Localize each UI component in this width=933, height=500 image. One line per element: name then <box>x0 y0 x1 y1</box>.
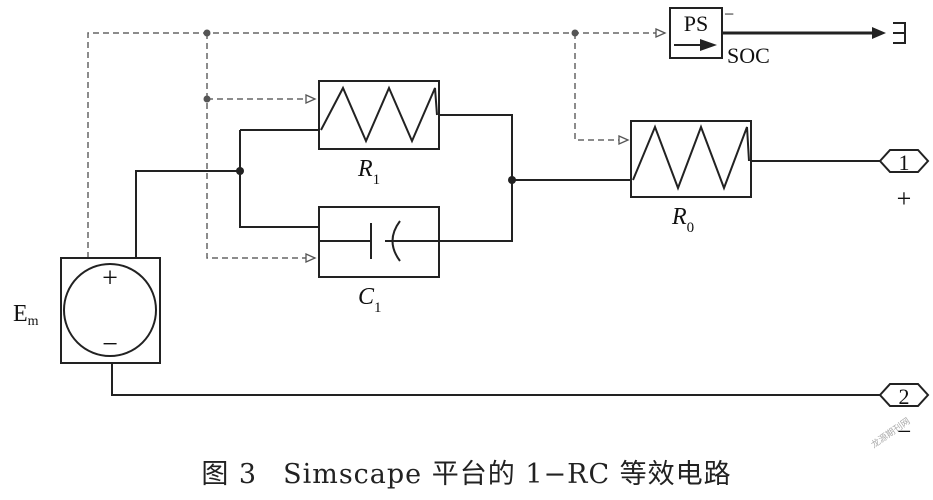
source-plus-sign: + <box>102 263 118 294</box>
c1-label: C <box>358 284 375 310</box>
resistor-r1: R1 <box>318 80 440 188</box>
signal-lines <box>87 27 667 264</box>
r1-label: R <box>357 156 373 182</box>
port-2: 2 − <box>878 383 930 446</box>
caption-figure-number: 图 3 <box>201 459 258 490</box>
circuit-wires <box>111 114 880 396</box>
svg-text:R1: R1 <box>357 156 380 188</box>
c1-subscript: 1 <box>374 300 382 316</box>
r0-subscript: 0 <box>687 220 695 236</box>
capacitor-c1: C1 <box>318 206 440 316</box>
svg-text:R0: R0 <box>671 204 694 236</box>
figure-caption: 图 3 Simscape 平台的 1−RC 等效电路 <box>0 452 933 491</box>
port-2-number: 2 <box>899 384 910 409</box>
resistor-r0: R0 <box>630 120 752 236</box>
svg-text:C1: C1 <box>358 284 382 316</box>
ps-converter-block: PS − SOC <box>669 4 906 68</box>
port-1-number: 1 <box>899 150 910 175</box>
ps-block-minus: − <box>724 4 734 24</box>
circuit-diagram: R1 C1 R0 + − Em PS − SOC 1 + <box>13 4 930 446</box>
soc-label: SOC <box>727 43 770 68</box>
port-1-polarity: + <box>897 184 912 213</box>
port-2-polarity: − <box>897 417 912 446</box>
em-subscript: m <box>28 314 39 329</box>
caption-text: Simscape 平台的 1−RC 等效电路 <box>283 459 732 490</box>
svg-text:Em: Em <box>13 301 39 329</box>
r0-label: R <box>671 204 687 230</box>
em-label: E <box>13 301 28 327</box>
voltage-source-em: + − Em <box>13 257 161 364</box>
source-minus-sign: − <box>102 329 118 360</box>
r1-subscript: 1 <box>373 172 381 188</box>
ps-block-text: PS <box>684 11 708 36</box>
port-1: 1 + <box>878 149 930 213</box>
